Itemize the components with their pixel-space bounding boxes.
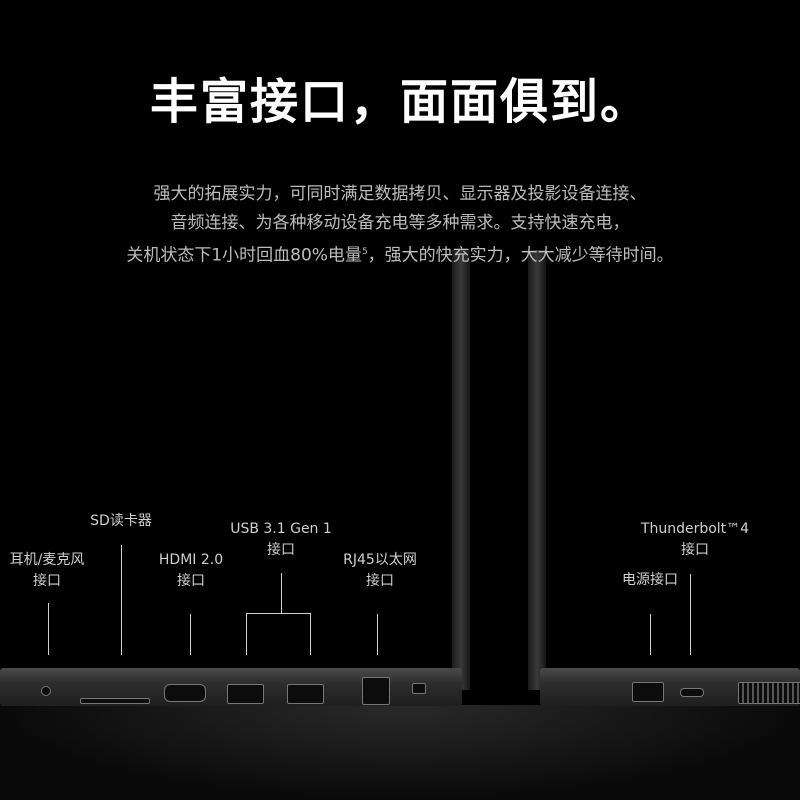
description-line: 关机状态下1小时回血80%电量5，强大的快充实力，大大减少等待时间。 [0, 238, 800, 271]
description-line: 强大的拓展实力，可同时满足数据拷贝、显示器及投影设备连接、 [153, 184, 647, 204]
audio-pointer-line [48, 603, 49, 655]
sd-reader-label: SD读卡器 [90, 511, 152, 532]
label-line: 接口 [266, 542, 295, 558]
usb-port-2 [287, 684, 324, 704]
lock-slot [412, 683, 426, 694]
usb-port-label: USB 3.1 Gen 1 接口 [230, 519, 332, 561]
sd-pointer-line [121, 545, 122, 655]
usb-pointer-line [246, 613, 247, 655]
label-line: 接口 [33, 573, 61, 589]
usb-pointer-line [281, 573, 282, 613]
label-line: 接口 [680, 542, 709, 558]
label-line: HDMI 2.0 [158, 552, 224, 568]
label-line: SD读卡器 [90, 513, 152, 529]
audio-jack [41, 686, 51, 696]
description: 强大的拓展实力，可同时满足数据拷贝、显示器及投影设备连接、 音频连接、为各种移动… [0, 180, 800, 271]
page-title: 丰富接口，面面俱到。 [149, 74, 650, 130]
power-pointer-line [650, 614, 651, 655]
label-line: RJ45以太网 [343, 552, 417, 568]
description-text: 关机状态下1小时回血80%电量 [126, 245, 362, 266]
usb-pointer-line [310, 613, 311, 655]
thunderbolt-port-label: Thunderbolt™4 接口 [641, 519, 749, 561]
thunderbolt-pointer-line [690, 574, 691, 655]
rj45-pointer-line [377, 614, 378, 655]
rj45-port-label: RJ45以太网接口 [343, 550, 417, 592]
hdmi-port-label: HDMI 2.0 接口 [159, 550, 223, 592]
description-text: ，强大的快充实力，大大减少等待时间。 [367, 245, 674, 266]
footnote-marker: 5 [361, 247, 368, 257]
label-line: 耳机/麦克风 [9, 552, 85, 568]
right-laptop-lid [528, 250, 546, 690]
label-line: 接口 [365, 573, 394, 589]
vent-grille [738, 682, 800, 704]
label-line: Thunderbolt™4 [640, 521, 750, 537]
usb-pointer-bracket [246, 613, 311, 614]
hdmi-pointer-line [190, 614, 191, 655]
label-line: 接口 [176, 573, 205, 589]
floor-background [0, 705, 800, 800]
hdmi-port [164, 684, 206, 702]
description-line: 音频连接、为各种移动设备充电等多种需求。支持快速充电， [170, 213, 630, 233]
power-port-label: 电源接口 [622, 570, 678, 591]
left-laptop-lid [452, 250, 470, 690]
thunderbolt-port [680, 688, 704, 697]
label-line: 电源接口 [622, 572, 678, 588]
power-port [632, 682, 664, 702]
sd-card-slot [80, 698, 150, 704]
rj45-port [362, 677, 390, 705]
audio-port-label: 耳机/麦克风接口 [10, 550, 85, 592]
usb-port-1 [227, 684, 264, 704]
label-line: USB 3.1 Gen 1 [230, 521, 332, 537]
